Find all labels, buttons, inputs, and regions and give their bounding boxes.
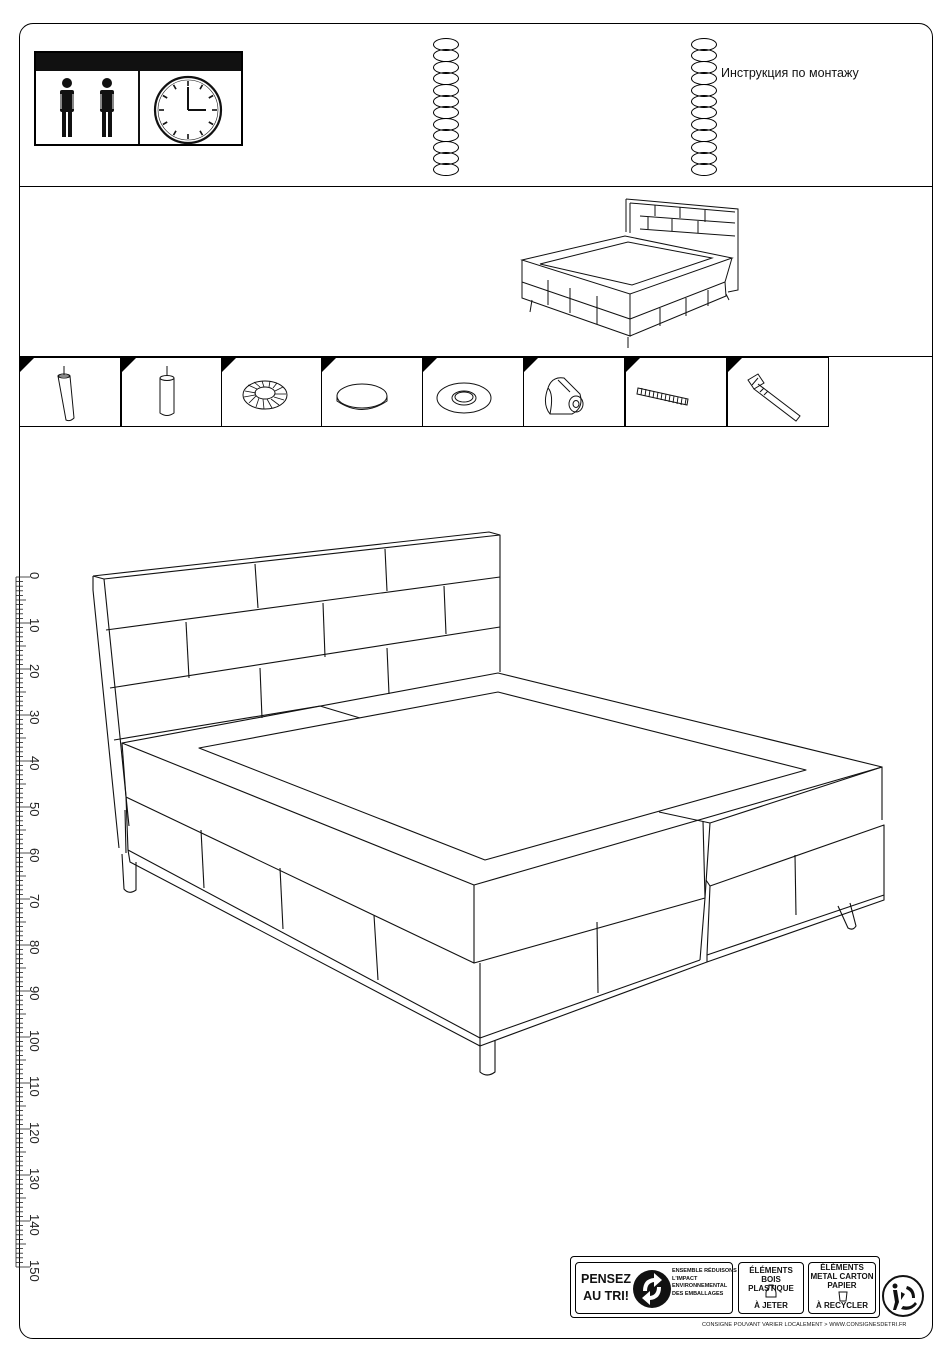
- triman-logo-icon: [881, 1274, 925, 1318]
- a-recycler-label: À RECYCLER: [809, 1301, 875, 1310]
- recycle-arrows-icon: [632, 1267, 672, 1311]
- au-tri-label: AU TRI!: [577, 1289, 635, 1303]
- ensemble-text: ENSEMBLE RÉDUISONS L'IMPACT ENVIRONNEMEN…: [672, 1268, 738, 1298]
- a-jeter-label: À JETER: [739, 1301, 803, 1310]
- consigne-text: CONSIGNE POUVANT VARIER LOCALEMENT > WWW…: [702, 1322, 907, 1328]
- metal-carton-label: ÉLÉMENTS METAL CARTON PAPIER: [809, 1263, 875, 1290]
- recycling-info-box: PENSEZ AU TRI! ENSEMBLE RÉDUISONS L'IMPA…: [570, 1256, 880, 1318]
- bottle-icon: [764, 1284, 778, 1298]
- pensez-label: PENSEZ: [577, 1272, 635, 1286]
